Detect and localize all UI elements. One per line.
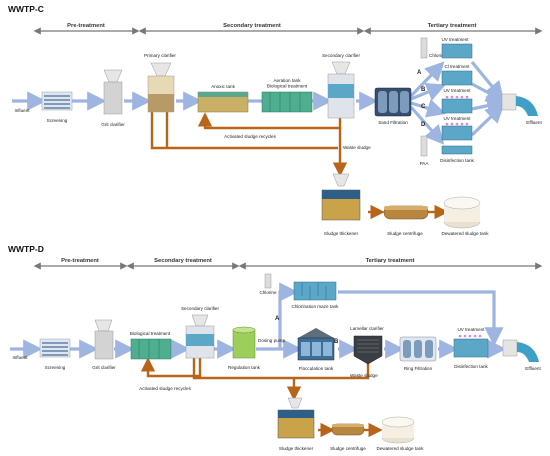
anoxic-tank-unit: Anoxic tank (197, 84, 249, 113)
label-screening: Screening (47, 118, 68, 123)
wwtp-c-diagram: WWTP-C Pre-treatment Secondary treatment… (8, 4, 542, 236)
wwtp-c-title: WWTP-C (8, 4, 44, 14)
d-biological-treatment-unit: Biological treatment (130, 331, 172, 360)
phase-secondary: Secondary treatment (223, 23, 281, 29)
d-label-disinfection-tank: Disinfection tank (454, 364, 488, 369)
dewatered-sludge-tank-unit: Dewatered sludge tank (442, 196, 490, 236)
phase-d-secondary: Secondary treatment (154, 258, 212, 264)
d-label-waste-sludge: Waste sludge (350, 373, 378, 378)
d-label-chlorine: Chlorine (259, 290, 277, 295)
wwtp-d-title: WWTP-D (8, 244, 44, 254)
d-screening-unit: Screening (39, 338, 71, 370)
phase-tertiary: Tertiary treatment (428, 23, 477, 29)
d-label-lamellar-clarifier: Lamellar clarifier (350, 326, 384, 331)
primary-clarifier-unit: Primary clarifier (144, 53, 176, 113)
label-cl-treatment: Cl treatment (444, 64, 470, 69)
d-dewatered-sludge-tank-unit: Dewatered sludge tank (377, 416, 425, 451)
d-label-influent: Influent (12, 355, 28, 360)
label-primary-clarifier: Primary clarifier (144, 53, 176, 58)
wwtp-d-sludge-lines (140, 357, 383, 438)
d-label-regulation-tank: Regulation tank (228, 365, 261, 370)
d-sludge-centrifuge-unit: Sludge centrifuge (330, 423, 366, 451)
route-tag-a: A (417, 70, 422, 76)
phase-pretreatment: Pre-treatment (67, 23, 105, 29)
label-sludge-centrifuge: Sludge centrifuge (387, 231, 423, 236)
d-lamellar-clarifier-unit: Lamellar clarifier (350, 326, 384, 365)
d-label-flocculation-tank: Flocculation tank (299, 366, 334, 371)
secondary-clarifier-unit: Secondary clarifier (322, 53, 361, 119)
label-chlorine: Chlorine (429, 53, 447, 58)
d-label-ring-filtration: Ring Filtration (404, 366, 433, 371)
d-sludge-thickener-unit: Sludge thickener (277, 397, 315, 451)
chlorine-cylinder (420, 37, 428, 59)
label-secondary-clarifier: Secondary clarifier (322, 53, 361, 58)
label-uv-treatment-3: UV treatment (443, 116, 471, 121)
d-label-sludge-centrifuge: Sludge centrifuge (330, 446, 366, 451)
d-label-dosing-pump: Dosing pump (258, 338, 286, 343)
wwtp-d-diagram: WWTP-D Pre-treatment Secondary treatment… (8, 244, 543, 451)
d-label-sludge-thickener: Sludge thickener (279, 446, 314, 451)
d-flocculation-tank-unit: Flocculation tank (297, 328, 335, 371)
d-secondary-clarifier-unit: Secondary clarifier (181, 306, 220, 359)
label-waste-sludge: Waste sludge (343, 145, 371, 150)
label-influent: Influent (14, 108, 30, 113)
label-paa: PAA (420, 161, 430, 166)
d-chlorine-unit: Chlorine (259, 273, 277, 295)
label-effluent: Effluent (526, 120, 542, 125)
label-sand-filtration: Sand Filtration (378, 120, 408, 125)
d-label-secondary-clarifier: Secondary clarifier (181, 306, 220, 311)
label-uv-treatment-2: UV treatment (443, 88, 471, 93)
d-regulation-tank-unit: Regulation tank (228, 326, 261, 370)
effluent-outlet: Effluent (501, 93, 542, 125)
route-tag-d: D (421, 122, 426, 128)
wwtp-d-phase-bars: Pre-treatment Secondary treatment Tertia… (33, 258, 543, 270)
d-route-tag-a: A (275, 316, 280, 322)
wwtp-c-sludge-lines (150, 112, 449, 220)
label-grit-clarifier: Grit clarifier (101, 122, 125, 127)
route-tag-c: C (421, 104, 426, 110)
grit-clarifier-unit: Grit clarifier (101, 69, 125, 127)
tertiary-tanks: Chlorine UV treatment Cl treatment UV tr… (420, 37, 475, 166)
d-label-biological-treatment: Biological treatment (130, 331, 171, 336)
sludge-centrifuge-unit: Sludge centrifuge (383, 205, 429, 236)
sand-filtration-unit: Sand Filtration (374, 87, 412, 125)
label-disinfection-tank: Disinfection tank (440, 158, 474, 163)
wwtp-c-phase-bars: Pre-treatment Secondary treatment Tertia… (33, 23, 543, 35)
phase-d-tertiary: Tertiary treatment (366, 258, 415, 264)
d-label-uv-treatment: UV treatment (457, 327, 485, 332)
d-effluent-outlet: Effluent (502, 339, 541, 371)
d-label-effluent: Effluent (525, 366, 541, 371)
d-label-screening: Screening (45, 365, 66, 370)
sludge-thickener-unit: Sludge thickener (321, 173, 361, 236)
d-grit-clarifier-unit: Grit clarifier (92, 319, 116, 370)
d-ring-filtration-unit: Ring Filtration (399, 336, 437, 371)
label-recycle: Activated sludge recycles (224, 134, 277, 139)
label-uv-treatment-1: UV treatment (441, 37, 469, 42)
d-label-chlorination-maze-tank: Chlorination maze tank (292, 304, 340, 309)
d-disinfection-tank-unit: UV treatment Disinfection tank (453, 327, 489, 369)
d-route-tag-b: B (334, 339, 339, 345)
label-sludge-thickener: Sludge thickener (324, 231, 359, 236)
label-anoxic-tank: Anoxic tank (211, 84, 235, 89)
wwtp-d-flow-lines (10, 282, 507, 359)
d-label-recycle: Activated sludge recycles (139, 386, 192, 391)
d-chlorination-maze-tank-unit: Chlorination maze tank (292, 281, 340, 309)
phase-d-pretreatment: Pre-treatment (61, 258, 99, 264)
d-label-dewatered-sludge-tank: Dewatered sludge tank (377, 446, 425, 451)
label-dewatered-sludge-tank: Dewatered sludge tank (442, 231, 490, 236)
paa-cylinder (420, 135, 428, 157)
screening-unit: Screening (41, 91, 73, 123)
wwtp-c-flow-lines (12, 60, 507, 145)
d-label-grit-clarifier: Grit clarifier (92, 365, 116, 370)
route-tag-b: B (421, 87, 426, 93)
